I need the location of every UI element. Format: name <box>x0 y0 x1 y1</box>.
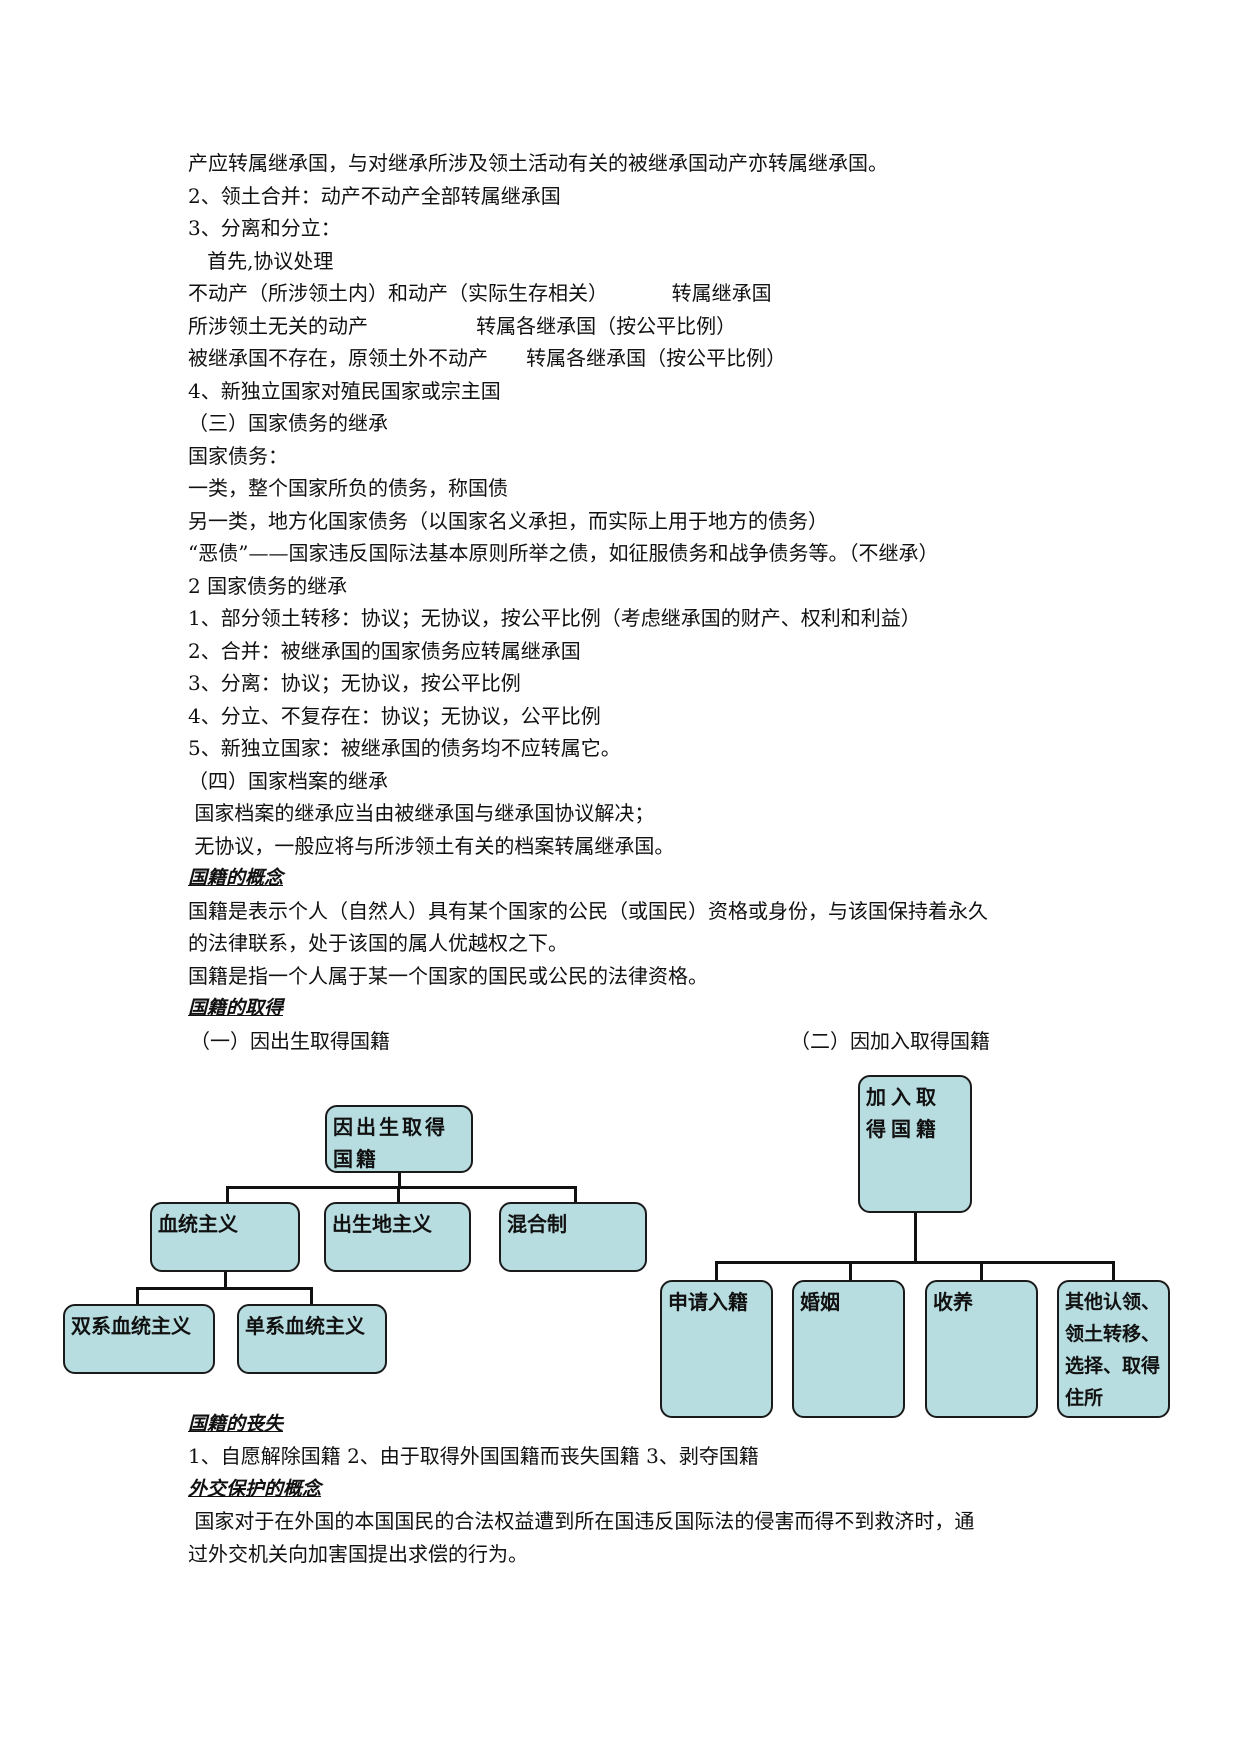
nationality-concept-p1: 国籍是表示个人（自然人）具有某个国家的公民（或国民）资格或身份，与该国保持着永久 <box>188 899 988 923</box>
line-14: 2 国家债务的继承 <box>188 574 348 598</box>
line-10: 国家债务： <box>188 444 288 468</box>
loss-text: 1、自愿解除国籍 2、由于取得外国国籍而丧失国籍 3、剥夺国籍 <box>188 1444 759 1468</box>
join-box-adoption: 收养 <box>925 1280 1038 1418</box>
join-connector-h <box>715 1261 1115 1264</box>
line-8: 4、新独立国家对殖民国家或宗主国 <box>188 379 501 403</box>
birth-connector-2 <box>397 1186 400 1203</box>
nationality-concept-p3: 国籍是指一个人属于某一个国家的国民或公民的法律资格。 <box>188 964 708 988</box>
birth-box-birthplace: 出生地主义 <box>324 1202 471 1272</box>
join-root-box: 加入取得国籍 <box>858 1075 972 1213</box>
join-connector-1 <box>715 1261 718 1281</box>
line-11: 一类，整个国家所负的债务，称国债 <box>188 476 508 500</box>
line-9: （三）国家债务的继承 <box>188 411 388 435</box>
line-7: 被继承国不存在，原领土外不动产 转属各继承国（按公平比例） <box>188 346 787 370</box>
line-2: 2、领土合并：动产不动产全部转属继承国 <box>188 184 561 208</box>
join-connector-2 <box>849 1261 852 1281</box>
join-box-marriage: 婚姻 <box>792 1280 905 1418</box>
birth-connector-5 <box>310 1287 313 1305</box>
birth-connector-h2 <box>136 1287 313 1290</box>
nationality-concept-p2: 的法律联系，处于该国的属人优越权之下。 <box>188 931 568 955</box>
birth-box-dual-bloodline: 双系血统主义 <box>63 1304 215 1374</box>
nationality-concept-heading: 国籍的概念 <box>188 867 284 889</box>
line-12: 另一类，地方化国家债务（以国家名义承担，而实际上用于地方的债务） <box>188 509 828 533</box>
join-connector-4 <box>1112 1261 1115 1281</box>
line-5: 不动产（所涉领土内）和动产（实际生存相关） 转属继承国 <box>188 281 772 305</box>
birth-box-single-bloodline: 单系血统主义 <box>237 1304 387 1374</box>
acquisition-sub-birth: （一）因出生取得国籍 <box>190 1029 390 1053</box>
birth-connector-4 <box>136 1287 139 1305</box>
line-17: 3、分离：协议；无协议，按公平比例 <box>188 671 521 695</box>
join-box-application: 申请入籍 <box>660 1280 773 1418</box>
line-3: 3、分离和分立： <box>188 216 341 240</box>
acquisition-sub-join: （二）因加入取得国籍 <box>790 1029 990 1053</box>
line-13: “恶债”——国家违反国际法基本原则所举之债，如征服债务和战争债务等。（不继承） <box>188 541 939 565</box>
birth-box-mixed: 混合制 <box>499 1202 647 1272</box>
diplomatic-p2: 过外交机关向加害国提出求偿的行为。 <box>188 1542 528 1566</box>
line-6: 所涉领土无关的动产 转属各继承国（按公平比例） <box>188 314 737 338</box>
line-1: 产应转属继承国，与对继承所涉及领土活动有关的被继承国动产亦转属继承国。 <box>188 151 888 175</box>
birth-connector-root-down <box>398 1173 401 1188</box>
diplomatic-p1: 国家对于在外国的本国国民的合法权益遭到所在国违反国际法的侵害而得不到救济时，通 <box>188 1509 975 1533</box>
loss-heading: 国籍的丧失 <box>188 1413 284 1435</box>
line-20: （四）国家档案的继承 <box>188 769 388 793</box>
birth-root-box: 因出生取得国籍 <box>325 1105 473 1173</box>
line-21: 国家档案的继承应当由被继承国与继承国协议解决； <box>188 801 655 825</box>
birth-connector-blood-down <box>224 1272 227 1289</box>
line-15: 1、部分领土转移：协议；无协议，按公平比例（考虑继承国的财产、权利和利益） <box>188 606 921 630</box>
join-connector-root-down <box>914 1213 917 1263</box>
line-4: 首先,协议处理 <box>188 249 334 273</box>
birth-connector-h <box>226 1186 576 1189</box>
line-18: 4、分立、不复存在：协议；无协议，公平比例 <box>188 704 601 728</box>
acquisition-heading: 国籍的取得 <box>188 997 284 1019</box>
line-16: 2、合并：被继承国的国家债务应转属继承国 <box>188 639 581 663</box>
birth-box-bloodline: 血统主义 <box>150 1202 300 1272</box>
line-22: 无协议，一般应将与所涉领土有关的档案转属继承国。 <box>188 834 675 858</box>
birth-connector-3 <box>574 1186 577 1203</box>
join-box-other: 其他认领、领土转移、选择、取得住所 <box>1057 1280 1170 1418</box>
birth-connector-1 <box>226 1186 229 1203</box>
line-19: 5、新独立国家：被继承国的债务均不应转属它。 <box>188 736 621 760</box>
join-connector-3 <box>980 1261 983 1281</box>
diplomatic-heading: 外交保护的概念 <box>188 1478 322 1500</box>
